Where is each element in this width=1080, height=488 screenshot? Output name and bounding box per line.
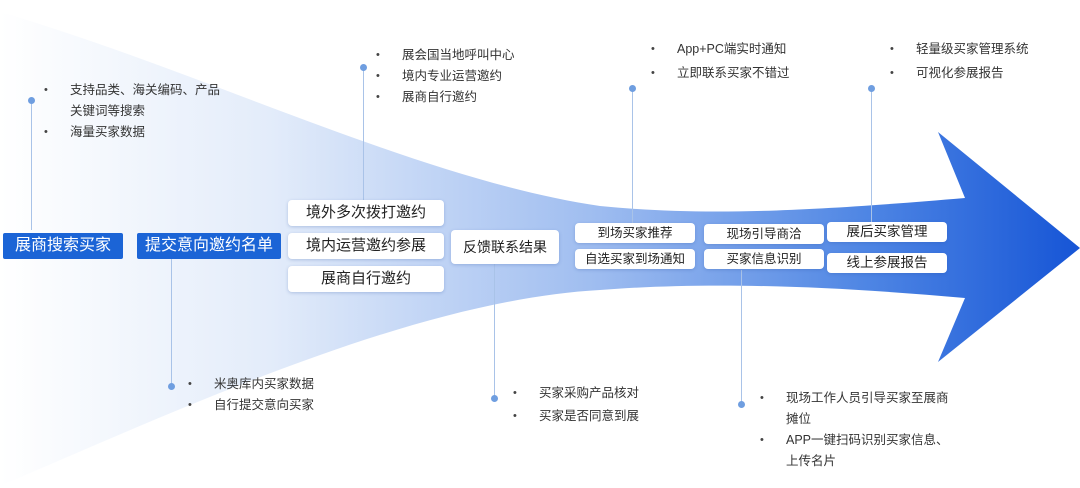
notes-submit: 米奥库内买家数据 自行提交意向买家 [180,374,380,416]
note-item: 展商自行邀约 [368,87,568,108]
note-item: 自行提交意向买家 [180,395,380,416]
notes-search: 支持品类、海关编码、产品关键词等搜索 海量买家数据 [36,80,226,143]
stage-invite-card-2: 境内运营邀约参展 [288,233,444,259]
stage-feedback-card: 反馈联系结果 [451,230,559,264]
stage-search-label: 展商搜索买家 [3,233,124,259]
note-item: 可视化参展报告 [882,61,1077,85]
leader-line-recommend [632,88,633,224]
notes-recommend: App+PC端实时通知 立即联系买家不错过 [643,37,853,85]
notes-feedback: 买家采购产品核对 买家是否同意到展 [505,382,705,428]
note-item: APP一键扫码识别买家信息、上传名片 [752,430,952,472]
note-item: 买家采购产品核对 [505,382,705,405]
leader-dot-post [868,85,875,92]
notes-invite: 展会国当地呼叫中心 境内专业运营邀约 展商自行邀约 [368,45,568,108]
leader-dot-submit [168,383,175,390]
note-item: 展会国当地呼叫中心 [368,45,568,66]
stage-onsite-card-2: 买家信息识别 [704,249,824,269]
stage-post-card-1: 展后买家管理 [827,222,947,242]
note-item: 立即联系买家不错过 [643,61,853,85]
leader-line-search [31,100,32,230]
notes-onsite: 现场工作人员引导买家至展商摊位 APP一键扫码识别买家信息、上传名片 [752,388,952,472]
stage-invite-card-1: 境外多次拨打邀约 [288,200,444,226]
leader-dot-feedback [491,395,498,402]
note-item: 支持品类、海关编码、产品关键词等搜索 [36,80,226,122]
leader-line-onsite [741,270,742,404]
stage-onsite-card-1: 现场引导商洽 [704,224,824,244]
note-item: 海量买家数据 [36,122,226,143]
note-item: 现场工作人员引导买家至展商摊位 [752,388,952,430]
note-item: 境内专业运营邀约 [368,66,568,87]
leader-line-submit [171,258,172,386]
stage-submit-label: 提交意向邀约名单 [137,233,282,259]
stage-recommend-card-2: 自选买家到场通知 [575,249,695,269]
leader-line-post [871,88,872,224]
leader-dot-search [28,97,35,104]
stage-invite-card-3: 展商自行邀约 [288,266,444,292]
leader-dot-recommend [629,85,636,92]
note-item: 米奥库内买家数据 [180,374,380,395]
note-item: 买家是否同意到展 [505,405,705,428]
stage-post-card-2: 线上参展报告 [827,253,947,273]
note-item: App+PC端实时通知 [643,37,853,61]
leader-line-invite [363,67,364,200]
notes-post: 轻量级买家管理系统 可视化参展报告 [882,37,1077,85]
stage-recommend-card-1: 到场买家推荐 [575,223,695,243]
leader-dot-onsite [738,401,745,408]
note-item: 轻量级买家管理系统 [882,37,1077,61]
leader-dot-invite [360,64,367,71]
leader-line-feedback [494,264,495,398]
